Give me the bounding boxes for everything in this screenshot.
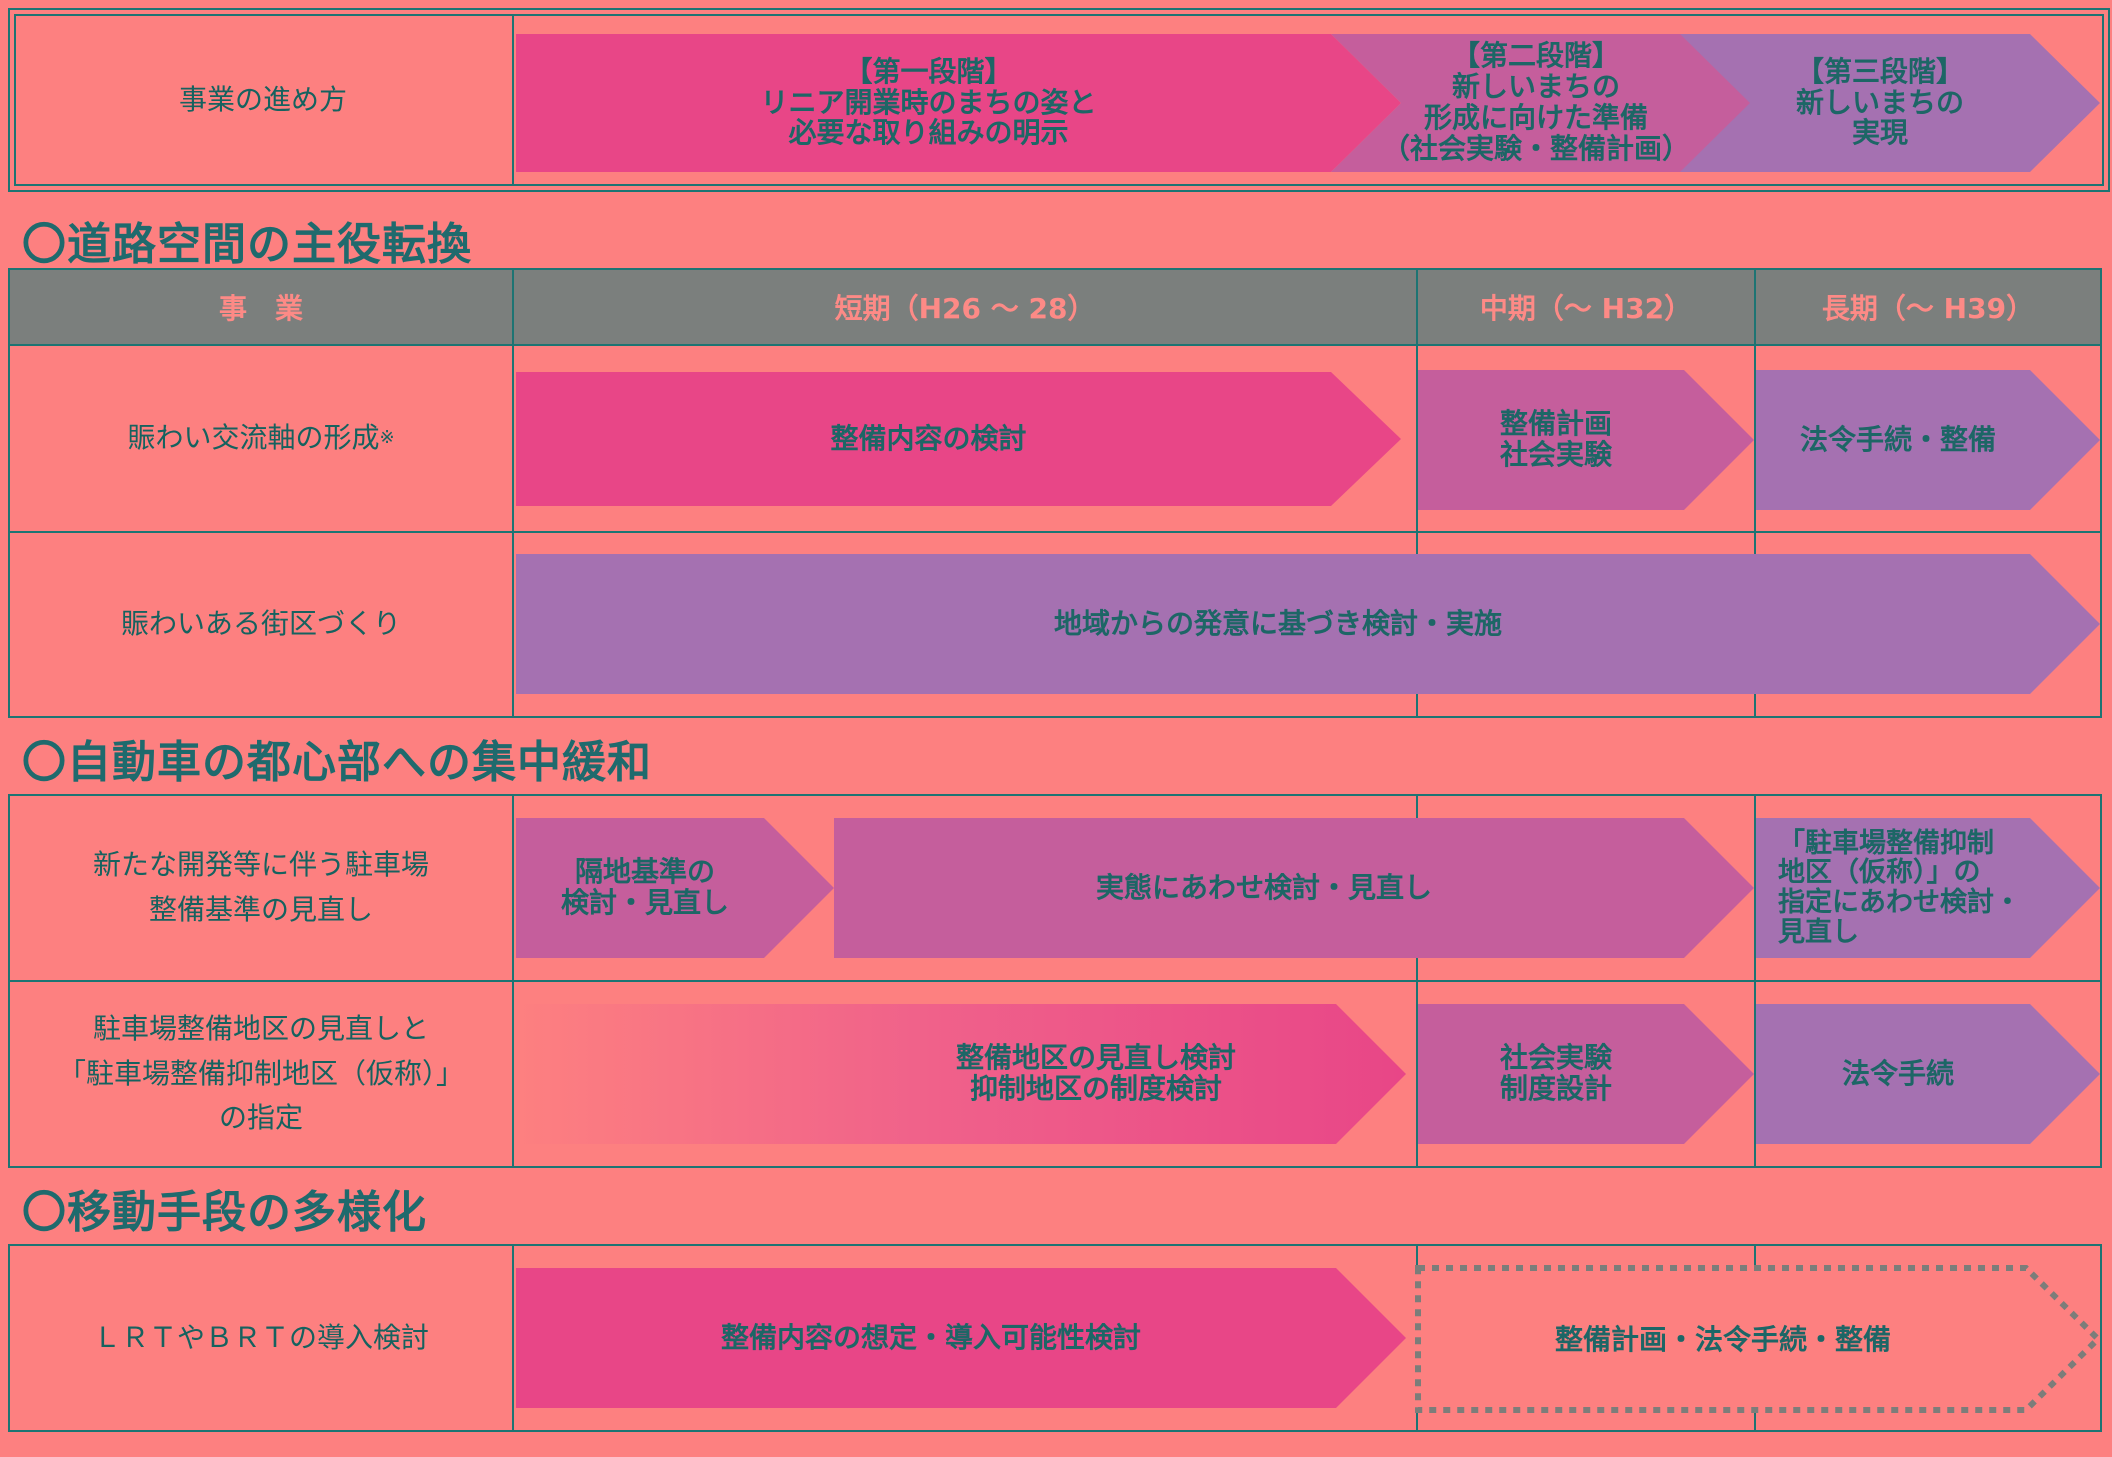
lrt-later-label: 整備計画・法令手続・整備: [1554, 1323, 1891, 1356]
section3-col-divider: [512, 1244, 514, 1432]
row-label-kijun: 新たな開発等に伴う駐車場 整備基準の見直し: [92, 848, 429, 926]
section1-col-divider: [1754, 268, 1756, 718]
section1-title: 〇道路空間の主役転換: [22, 219, 472, 270]
row-label-kouryu: 賑わい交流軸の形成※: [10, 346, 512, 531]
lrt-later-dashed-arrow: [1415, 1265, 2103, 1413]
section1-col-divider: [1416, 268, 1418, 718]
gaiku-span-label: 地域からの発意に基づき検討・実施: [1053, 606, 1502, 640]
section3-title: 〇移動手段の多様化: [22, 1187, 427, 1238]
lrt-short-label: 整備内容の想定・導入可能性検討: [720, 1320, 1141, 1354]
stage-row-label: 事業の進め方: [178, 82, 347, 116]
row-label-kouryu-text: 賑わい交流軸の形成: [127, 421, 380, 455]
section3-col-divider: [1416, 1244, 1418, 1268]
kijun-c-label: 「駐車場整備抑制 地区（仮称）」の 指定にあわせ検討・ 見直し: [1778, 827, 2021, 948]
section1-table: [8, 268, 2102, 718]
header-project: 事 業: [10, 270, 512, 344]
row-label-gaiku: 賑わいある街区づくり: [120, 607, 401, 641]
chiku-short-arrow: 整備地区の見直し検討 抑制地区の制度検討: [516, 1004, 1406, 1144]
kouryu-short-label: 整備内容の検討: [830, 421, 1027, 455]
kijun-a-label: 隔地基準の 検討・見直し: [560, 855, 729, 919]
section3-col-divider: [1754, 1410, 1756, 1432]
section2-rule: [8, 980, 2102, 982]
header-mid: 中期（～ H32）: [1418, 270, 1754, 344]
section2-col-divider: [1416, 794, 1418, 1168]
chiku-long-arrow: 法令手続: [1756, 1004, 2100, 1144]
section2-col-divider: [1754, 794, 1756, 1168]
stage-frame: [8, 8, 2110, 192]
chiku-short-label: 整備地区の見直し検討 抑制地区の制度検討: [955, 1041, 1236, 1105]
stage1-arrow: 【第一段階】 リニア開業時のまちの姿と 必要な取り組みの明示: [516, 34, 1401, 172]
section3-col-divider: [1754, 1244, 1756, 1268]
chiku-mid-label: 社会実験 制度設計: [1499, 1041, 1612, 1105]
section3-col-divider: [1416, 1410, 1418, 1432]
kouryu-short-arrow: 整備内容の検討: [516, 372, 1401, 506]
kijun-c-arrow: 「駐車場整備抑制 地区（仮称）」の 指定にあわせ検討・ 見直し: [1756, 818, 2100, 958]
header-short: 短期（H26 ～ 28）: [514, 270, 1416, 344]
section2-title: 〇自動車の都心部への集中緩和: [22, 737, 652, 788]
stage3-arrow: 【第三段階】 新しいまちの 実現: [1680, 34, 2100, 172]
section1-rule: [8, 344, 2102, 346]
chiku-mid-arrow: 社会実験 制度設計: [1418, 1004, 1754, 1144]
kouryu-long-label: 法令手続・整備: [1799, 422, 1996, 456]
stage3-label: 【第三段階】 新しいまちの 実現: [1795, 54, 1964, 150]
kijun-b-label: 実態にあわせ検討・見直し: [1095, 870, 1432, 904]
stage2-label: 【第二段階】 新しいまちの 形成に向けた準備 （社会実験・整備計画）: [1381, 39, 1690, 165]
stage1-label: 【第一段階】 リニア開業時のまちの姿と 必要な取り組みの明示: [760, 54, 1097, 150]
gaiku-span-arrow: 地域からの発意に基づき検討・実施: [516, 554, 2100, 694]
section2-col-divider: [512, 794, 514, 1168]
stage2-arrow: 【第二段階】 新しいまちの 形成に向けた準備 （社会実験・整備計画）: [1331, 34, 1761, 172]
stage-divider: [512, 14, 514, 186]
section1-rule: [8, 531, 2102, 533]
row-label-lrt: ＬＲＴやＢＲＴの導入検討: [92, 1320, 429, 1354]
kijun-b-arrow: 実態にあわせ検討・見直し: [834, 818, 1754, 958]
kouryu-long-arrow: 法令手続・整備: [1756, 370, 2100, 510]
section1-col-divider: [512, 268, 514, 718]
chiku-long-label: 法令手続: [1841, 1056, 1954, 1090]
kouryu-mid-arrow: 整備計画 社会実験: [1418, 370, 1754, 510]
lrt-short-arrow: 整備内容の想定・導入可能性検討: [516, 1268, 1406, 1408]
kijun-a-arrow: 隔地基準の 検討・見直し: [516, 818, 834, 958]
section3-table: [8, 1244, 2102, 1432]
header-long: 長期（～ H39）: [1756, 270, 2100, 344]
row-label-chiku: 駐車場整備地区の見直しと 「駐車場整備抑制地区（仮称）」 の指定: [57, 1011, 464, 1135]
kouryu-mid-label: 整備計画 社会実験: [1499, 407, 1612, 471]
note-mark: ※: [379, 427, 395, 449]
